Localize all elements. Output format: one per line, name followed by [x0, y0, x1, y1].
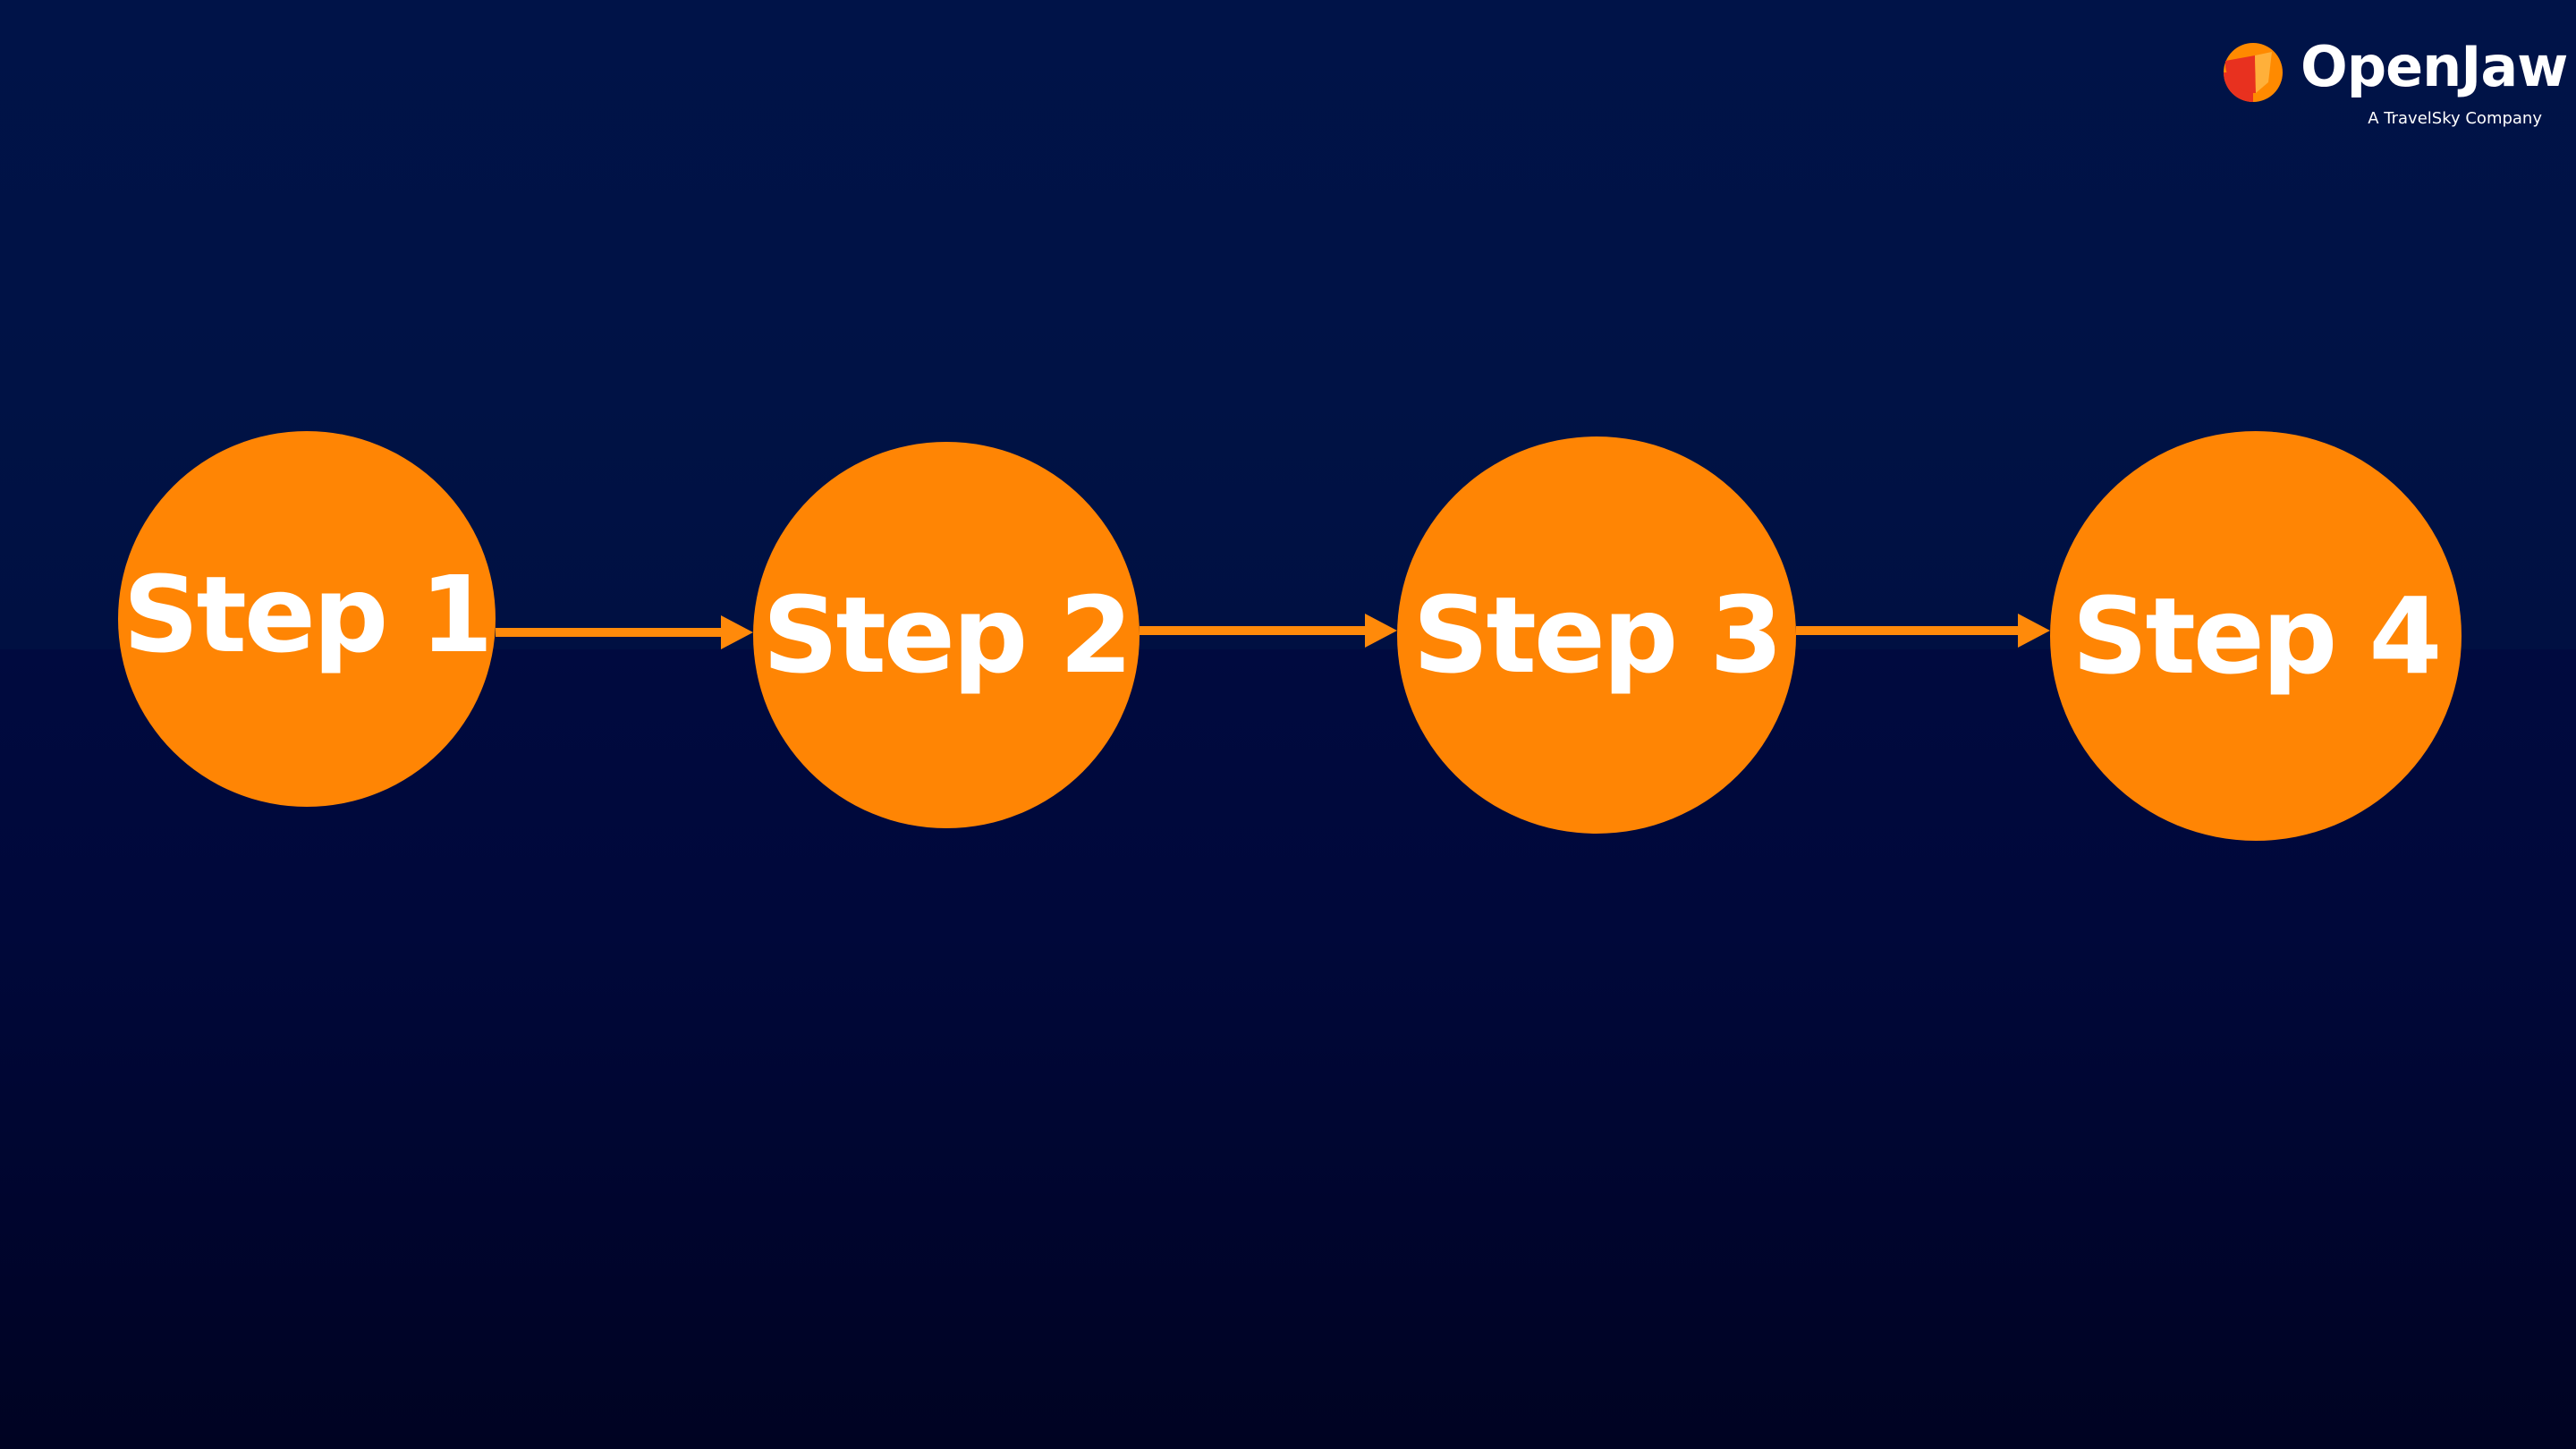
step-label-4: Step 4 [2072, 574, 2442, 698]
step-node-2: Step 2 [753, 442, 1140, 828]
step-label-2: Step 2 [762, 573, 1132, 697]
arrowhead [1365, 614, 1397, 648]
arrow-right-icon [1140, 614, 1397, 648]
connector-shaft [1796, 626, 2020, 635]
step-label-1: Step 1 [123, 553, 493, 676]
step-node-1: Step 1 [118, 431, 496, 807]
arrowhead [721, 615, 753, 649]
connector-shaft [496, 628, 723, 637]
arrow-right-icon [496, 615, 753, 649]
connector-shaft [1140, 626, 1367, 635]
arrow-right-icon [1796, 614, 2050, 648]
step-node-3: Step 3 [1397, 436, 1796, 834]
arrowhead [2018, 614, 2050, 648]
openjaw-logo-mark-icon [2224, 43, 2283, 102]
brand-tagline: A TravelSky Company [2368, 109, 2542, 128]
openjaw-logo: OpenJaw A TravelSky Company [2222, 34, 2568, 134]
step-label-3: Step 3 [1412, 573, 1783, 697]
step-node-4: Step 4 [2050, 431, 2462, 841]
brand-name: OpenJaw [2301, 34, 2568, 99]
